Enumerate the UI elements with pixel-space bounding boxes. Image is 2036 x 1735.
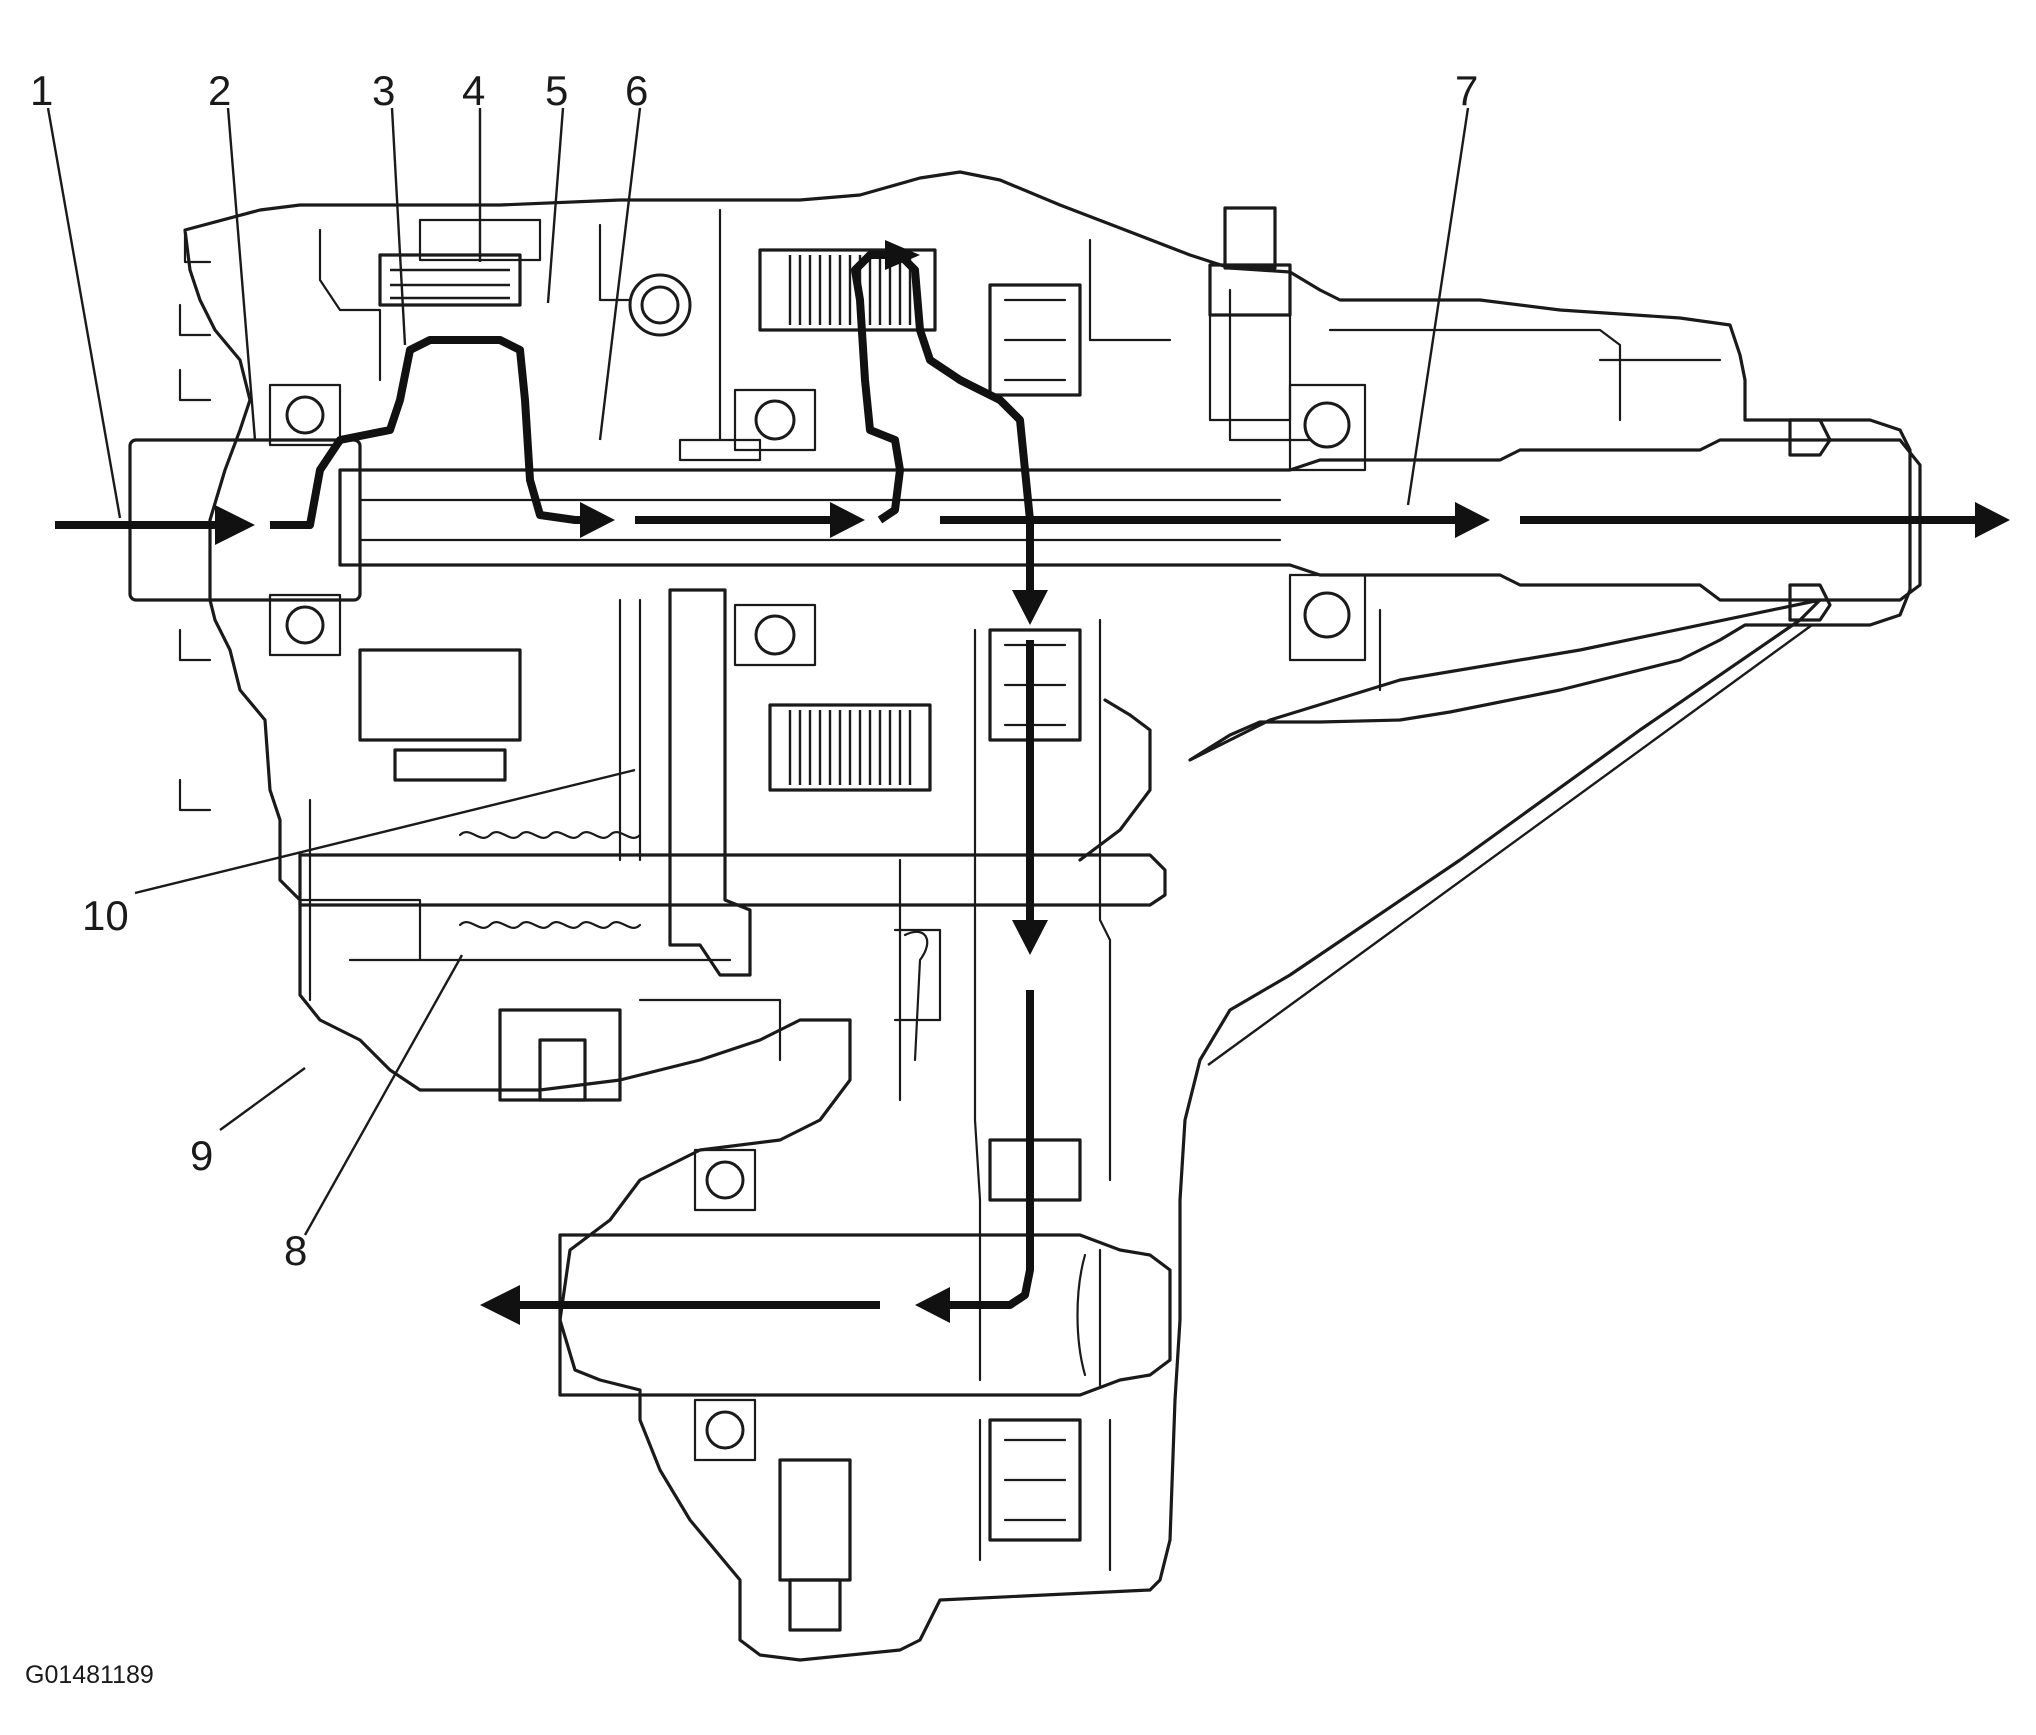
rear-seal [1788,418,1832,622]
leader-9 [219,1067,306,1131]
callout-labels: 1 2 3 4 5 6 7 8 9 10 [30,67,1478,1274]
figure-id: G01481189 [25,1661,154,1689]
shift-sensor [498,1008,852,1632]
flow-chain-down-arrowhead-2 [1012,920,1048,955]
flow-rear-arrowhead [1455,502,1490,538]
leader-10 [134,768,636,895]
leader-5 [546,107,565,304]
callout-3: 3 [372,67,395,114]
callout-1: 1 [30,67,53,114]
leader-3 [390,107,407,346]
callout-7: 7 [1455,67,1478,114]
front-output-shaft [558,1233,1172,1397]
clutch-pack-lower [768,703,932,792]
flow-front-arrowhead [915,1287,950,1323]
callout-9: 9 [190,1132,213,1179]
flow-output-rear-arrowhead [1975,502,2010,538]
callout-4: 4 [462,67,485,114]
flow-clutch-arrowhead [885,240,920,270]
bearings [268,273,1367,1462]
power-flow [55,240,2010,1325]
shift-rail [298,853,1167,907]
leader-7 [1406,107,1470,506]
rear-sensor [1208,206,1292,422]
flow-mid-arrowhead [830,502,865,538]
callout-10: 10 [82,892,129,939]
housing-outline [178,170,1912,1662]
leader-2 [226,107,257,441]
shift-fork [618,588,752,977]
flow-chain-down-arrowhead-1 [1012,590,1048,625]
leader-6 [598,107,642,441]
sprockets [358,253,1082,1542]
leader-7b [1207,624,1813,1066]
callout-2: 2 [208,67,231,114]
callout-5: 5 [545,67,568,114]
callout-8: 8 [284,1227,307,1274]
flow-output-front-arrowhead [480,1285,520,1325]
leader-8 [303,954,464,1236]
flow-input-arrowhead [215,505,255,545]
flow-range-arrowhead [580,502,615,538]
leader-1 [46,107,122,519]
return-spring [458,831,642,929]
callout-leaders [46,107,1813,1236]
callout-6: 6 [625,67,648,114]
oil-tube [903,698,1152,1062]
